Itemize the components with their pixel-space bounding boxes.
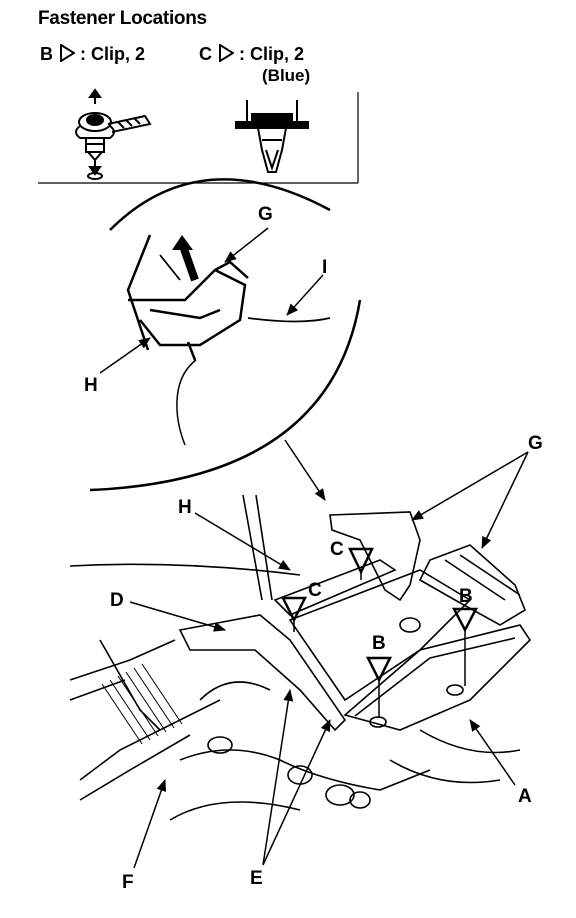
legend-item-b: B : Clip, 2 (40, 44, 145, 65)
inset-detail (89, 178, 362, 492)
callout-i: I (322, 257, 328, 278)
callout-h: H (178, 497, 192, 518)
triangle-marker-icon (219, 44, 234, 62)
legend-c-note: (Blue) (262, 66, 311, 85)
callout-f: F (122, 872, 134, 893)
legend-b-text: : Clip, 2 (80, 44, 146, 64)
clip-b-icon (75, 88, 152, 180)
legend-c-text: : Clip, 2 (239, 44, 305, 64)
callout-a: A (518, 786, 532, 807)
triangle-marker-icon (280, 547, 479, 683)
engine-bay-drawing (69, 494, 532, 821)
triangle-marker-icon (60, 44, 75, 62)
clip-c-icon (235, 100, 309, 173)
callout-b-center: B (372, 633, 386, 654)
leader-lines (99, 227, 529, 869)
legend-item-c: C : Clip, 2 (199, 44, 304, 65)
legend-c-letter: C (199, 44, 212, 64)
callout-g: G (528, 433, 543, 454)
callout-g-inset: G (258, 204, 273, 225)
callout-b-right: B (459, 586, 473, 607)
callout-e: E (250, 868, 263, 889)
callout-c-upper: C (330, 539, 344, 560)
callout-d: D (110, 590, 124, 611)
callout-h-inset: H (84, 375, 98, 396)
legend-box (38, 92, 359, 184)
legend-b-letter: B (40, 44, 53, 64)
page-title: Fastener Locations (38, 8, 207, 29)
callout-c-lower: C (308, 580, 322, 601)
